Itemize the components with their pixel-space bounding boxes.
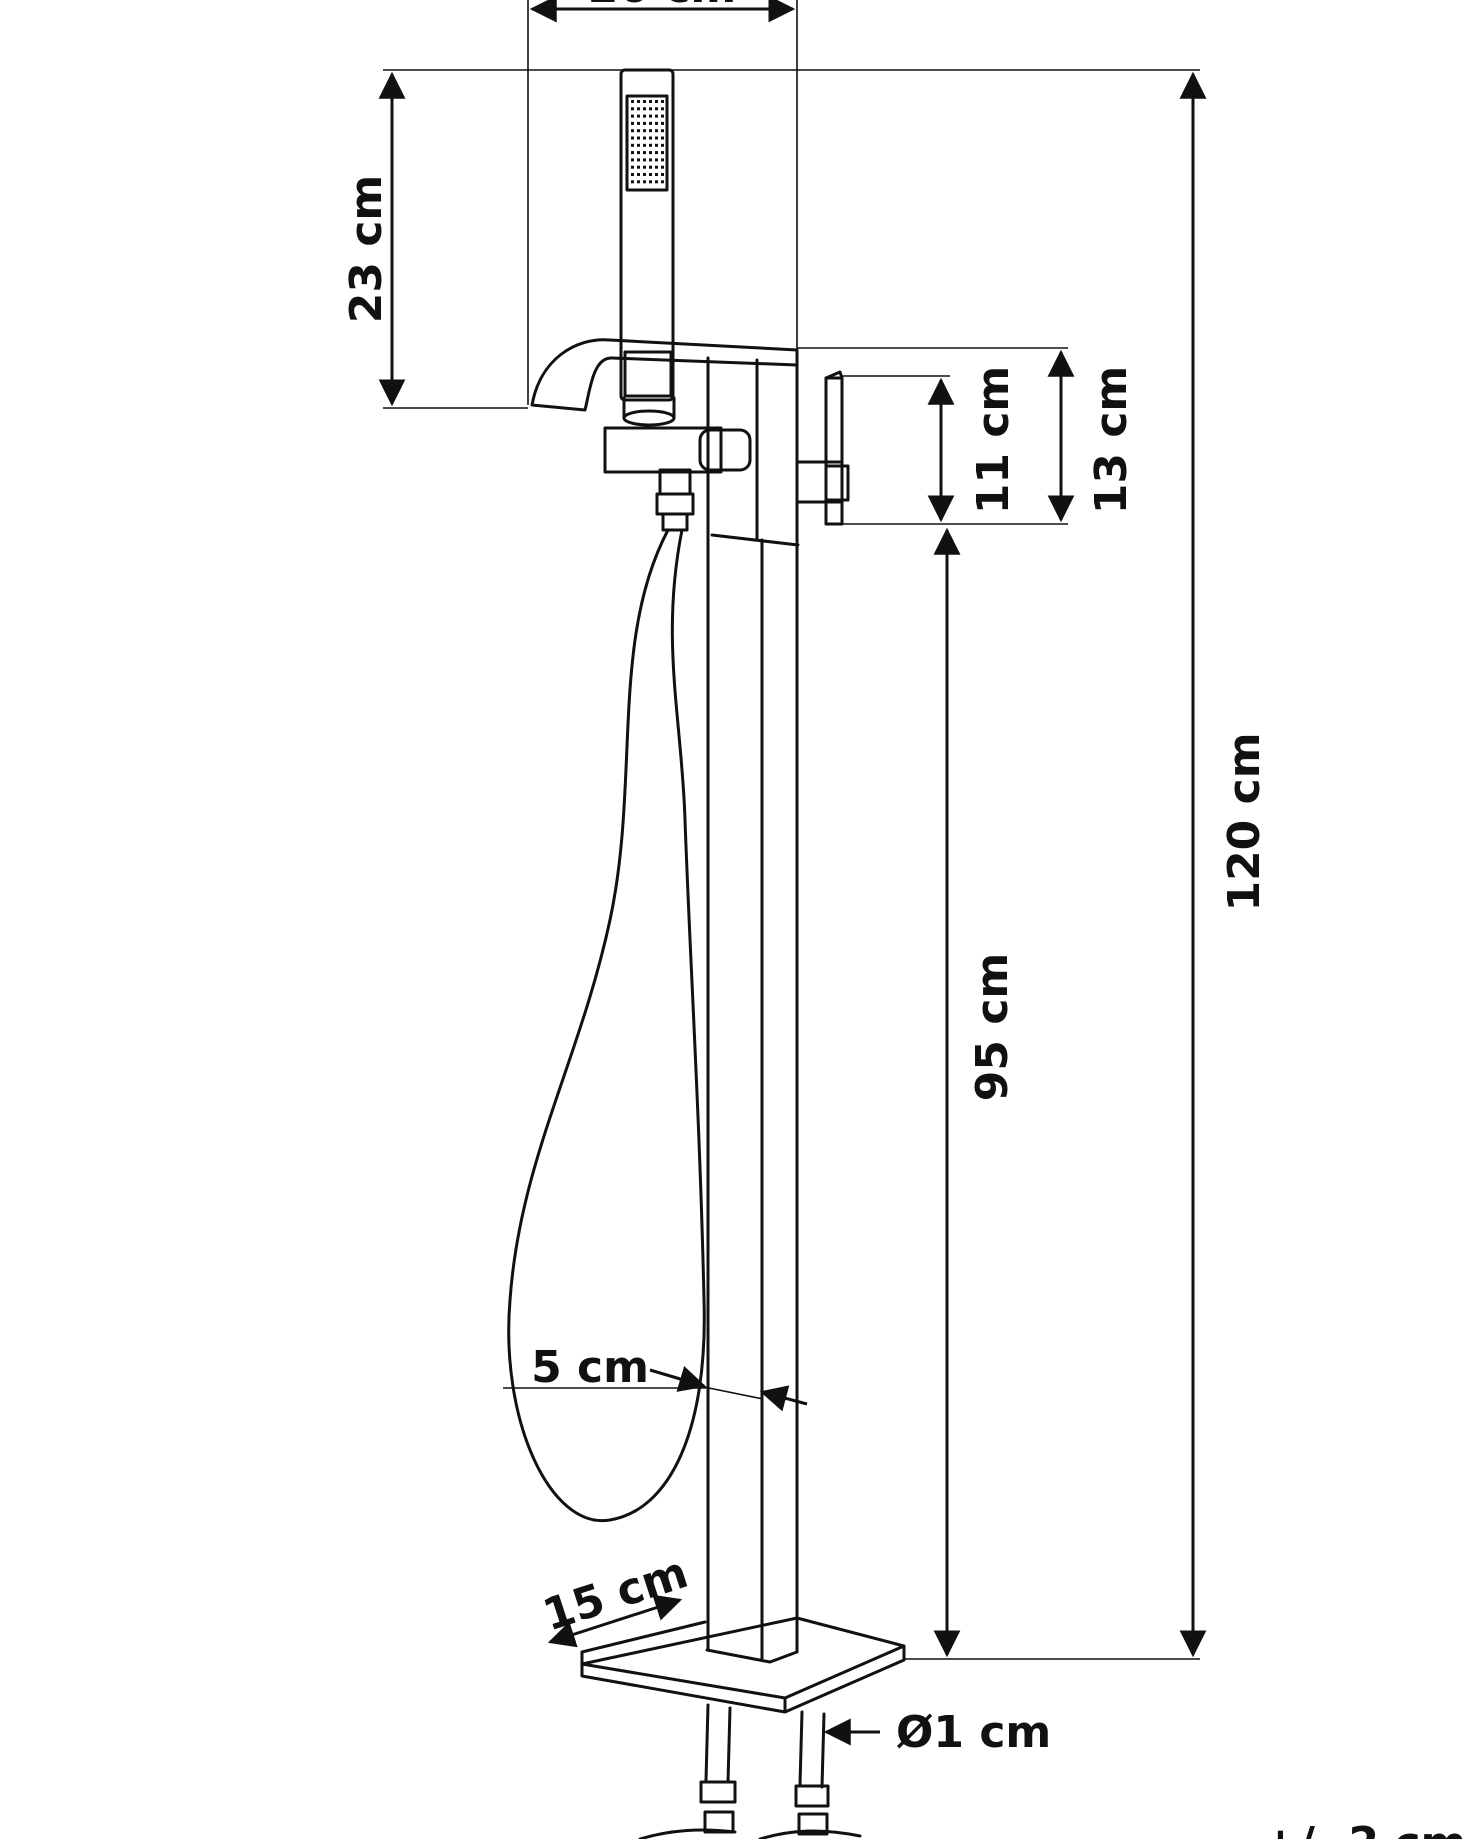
label-column-width: 5 cm (531, 1342, 649, 1393)
label-tolerance: +/- 2 cm (1262, 1818, 1466, 1839)
holder-bar (603, 426, 723, 474)
nozzle-dot (655, 180, 658, 184)
nozzle-dot (649, 136, 652, 140)
extension-lines (383, 0, 1200, 1660)
label-total-height: 120 cm (1219, 732, 1270, 911)
nozzle-dot (655, 107, 658, 111)
nozzle-dot (637, 107, 640, 111)
nozzle-dot (649, 107, 652, 111)
nozzle-dot (661, 151, 664, 155)
lever-handle (824, 376, 844, 526)
dim-5-right (759, 1385, 808, 1412)
nozzle-dot (643, 165, 646, 169)
nozzle-dot (655, 121, 658, 125)
nozzle-dot (637, 173, 640, 176)
nozzle-dot (661, 165, 664, 169)
label-pipe-diameter: Ø1 cm (896, 1707, 1051, 1758)
nozzle-dot (637, 121, 640, 125)
nozzle-dot (655, 158, 658, 162)
nozzle-dot (649, 173, 652, 176)
spout (530, 338, 799, 412)
nozzle-dot (649, 151, 652, 155)
nozzle-dot (661, 136, 664, 140)
nozzle-dot (655, 114, 658, 118)
nozzle-dot (637, 165, 640, 169)
label-handshower: 23 cm (341, 175, 392, 323)
nozzle-dot (661, 121, 664, 125)
nozzle-dot (637, 151, 640, 155)
nozzle-dot (643, 151, 646, 155)
nozzle-dot (649, 180, 652, 184)
nozzle-dot (649, 114, 652, 118)
nozzle-dot (643, 114, 646, 118)
nozzle-dot (631, 158, 634, 162)
label-handle-13: 13 cm (1086, 366, 1137, 514)
nozzle-dot (661, 114, 664, 118)
nozzle-dot (637, 180, 640, 184)
base-plate (580, 1616, 906, 1714)
label-handle-11: 11 cm (968, 366, 1019, 514)
label-top-width: 26 cm (588, 0, 736, 13)
nozzle-dot (631, 129, 634, 133)
nozzle-dot (649, 121, 652, 125)
nozzle-dot (661, 143, 664, 147)
inlet-pipes (704, 1703, 826, 1789)
nozzle-dot (661, 107, 664, 111)
nozzle-dot (631, 100, 634, 103)
nozzle-dot (631, 180, 634, 184)
nozzle-dot (655, 151, 658, 155)
nozzle-dot (649, 165, 652, 169)
nozzle-dot (661, 173, 664, 176)
nozzle-dot (637, 143, 640, 147)
dim-5-left (649, 1366, 707, 1392)
dimension-lines (378, 0, 1207, 1746)
dimension-labels: 26 cm 23 cm 11 cm 13 cm 120 cm 95 cm 5 c… (341, 0, 1466, 1839)
nozzle-dot (643, 173, 646, 176)
nozzle-dot (643, 143, 646, 147)
nozzle-dot (655, 129, 658, 133)
nozzle-dot (649, 143, 652, 147)
nozzle-dot (643, 136, 646, 140)
nozzle-dot (649, 158, 652, 162)
nozzle-dot (661, 129, 664, 133)
nozzle-dot (631, 114, 634, 118)
nozzle-dot (643, 100, 646, 103)
nozzle-dot (655, 136, 658, 140)
nozzle-dot (637, 158, 640, 162)
nozzle-dot (637, 136, 640, 140)
hose (507, 528, 706, 1523)
nozzle-dot (649, 129, 652, 133)
nozzle-dot (661, 180, 664, 184)
label-base-width: 15 cm (537, 1547, 694, 1641)
label-column-height: 95 cm (967, 953, 1018, 1101)
nozzle-dot (637, 100, 640, 103)
nozzle-dot (631, 173, 634, 176)
nozzle-dot (655, 143, 658, 147)
nozzle-dot (661, 158, 664, 162)
nozzle-dot (631, 121, 634, 125)
nozzle-dot (631, 136, 634, 140)
nozzle-dot (655, 100, 658, 103)
nozzle-dot (643, 121, 646, 125)
nozzle-dot (637, 129, 640, 133)
nozzle-dot (643, 180, 646, 184)
nozzle-dot (643, 107, 646, 111)
nozzle-dot (631, 143, 634, 147)
faucet-outline (507, 68, 906, 1839)
nozzle-dot (643, 129, 646, 133)
shower-nozzle-grid-icon (631, 100, 664, 184)
nozzle-dot (643, 158, 646, 162)
nozzle-dot (661, 100, 664, 103)
nozzle-dot (637, 114, 640, 118)
nozzle-dot (655, 173, 658, 176)
column (705, 356, 800, 1664)
nozzle-dot (655, 165, 658, 169)
nozzle-dot (631, 165, 634, 169)
nozzle-dot (649, 100, 652, 103)
nozzle-dot (631, 151, 634, 155)
nozzle-dot (631, 107, 634, 111)
dim-15 (547, 1594, 683, 1648)
